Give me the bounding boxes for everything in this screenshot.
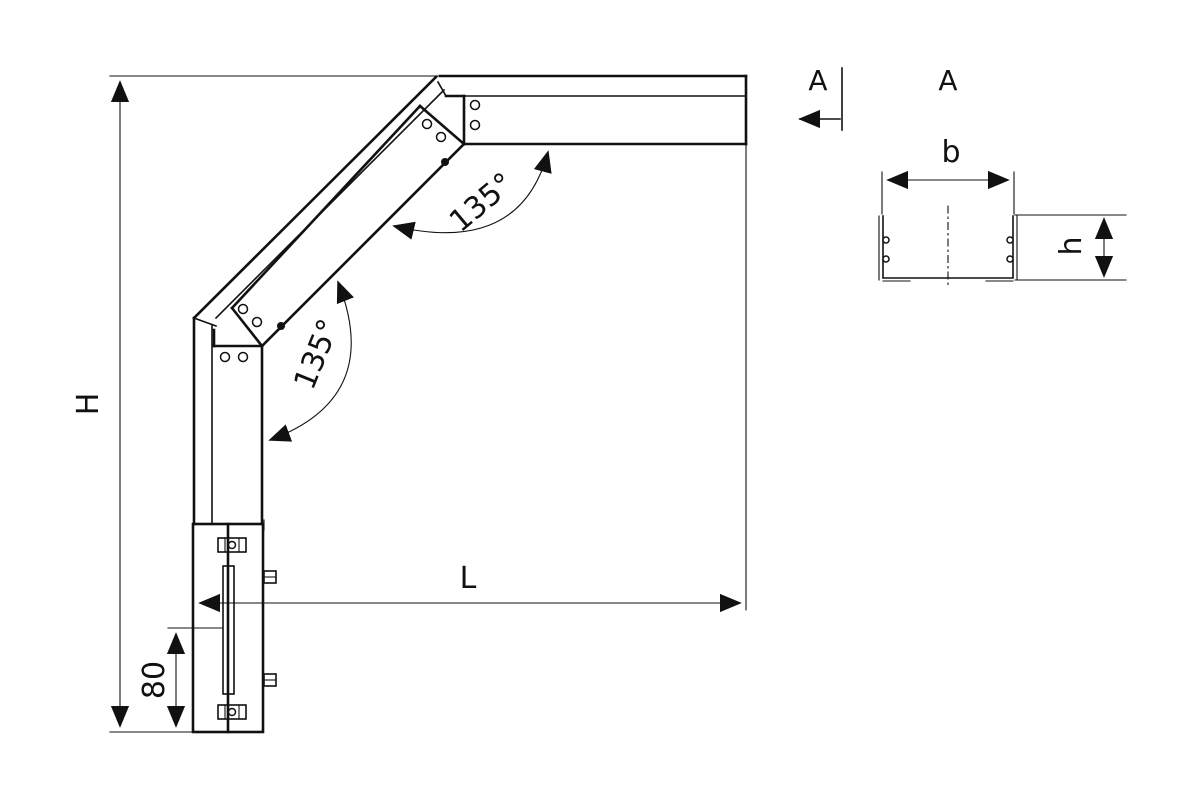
bolt-side-upper: [263, 570, 277, 584]
section-width-dimension: b: [881, 135, 1015, 215]
bottom-offset-label: 80: [137, 661, 172, 699]
dimension-height: H: [71, 75, 439, 733]
elbow-body: [191, 74, 748, 734]
height-label: H: [71, 393, 106, 416]
section-profile: [878, 205, 1018, 289]
bolt-bottom: [217, 704, 247, 720]
dimension-bottom-offset: 80: [137, 627, 223, 728]
section-title: A: [938, 64, 957, 97]
section-height-label: h: [1054, 236, 1089, 255]
view-marker-label: A: [808, 64, 827, 97]
top-horizontal-segment: [438, 74, 748, 146]
length-label: L: [460, 561, 477, 596]
angle-dimension-lower: 135°: [268, 280, 354, 442]
bolt-side-lower: [263, 673, 277, 687]
angle-upper-label: 135°: [443, 166, 521, 239]
section-view: A b h: [878, 64, 1127, 289]
diagonal-segment: [192, 75, 466, 348]
vertical-segment: [192, 316, 264, 526]
bolt-holes: [219, 99, 481, 363]
bolts: [217, 537, 277, 720]
angle-dimension-upper: 135°: [392, 150, 552, 240]
view-marker: A: [798, 64, 843, 131]
angle-lower-label: 135°: [287, 314, 347, 394]
section-width-label: b: [941, 135, 960, 170]
dimension-length: L: [198, 143, 747, 613]
bolt-top: [217, 537, 247, 553]
section-height-dimension: h: [1014, 214, 1127, 281]
